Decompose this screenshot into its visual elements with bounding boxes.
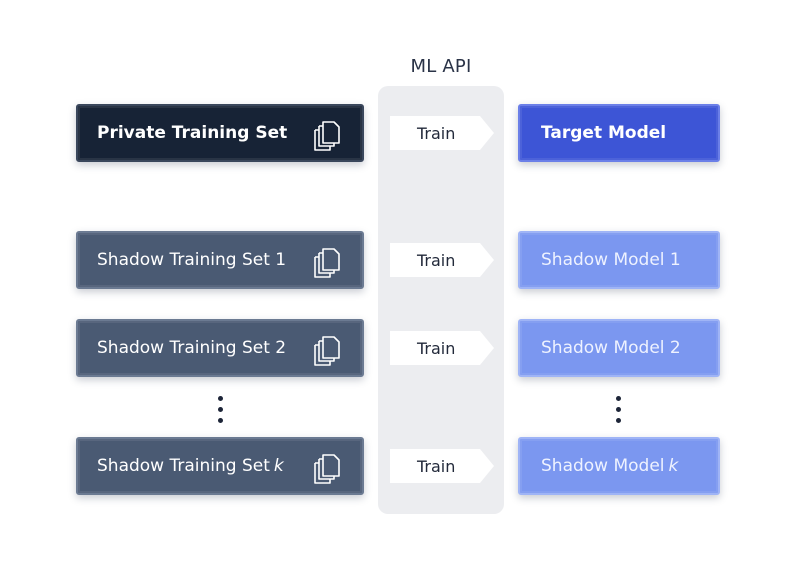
shadow-training-set-k-box: Shadow Training Set k [76,437,364,495]
shadow-training-set-2-label: Shadow Training Set 2 [97,338,287,358]
private-training-set-box: Private Training Set [76,104,364,162]
shadow-model-2-box: Shadow Model 2 [518,319,720,377]
shadow-model-k-box: Shadow Model k [518,437,720,495]
shadow-training-set-1-label: Shadow Training Set 1 [97,250,287,270]
train-arrow-2: Train [390,243,494,277]
shadow-model-1-box: Shadow Model 1 [518,231,720,289]
train-label: Train [417,338,456,358]
train-arrow-shape [390,449,494,483]
shadow-model-1-label: Shadow Model 1 [541,250,681,270]
train-label: Train [417,250,456,270]
train-arrow-shape [390,331,494,365]
documents-icon [314,248,340,278]
k-subscript: k [668,456,679,476]
shadow-model-k-label: Shadow Model [541,456,665,476]
train-arrow-4: Train [390,449,494,483]
ml-api-title: ML API [410,56,472,77]
ml-api-column [378,86,504,514]
vertical-ellipsis-left [214,396,226,429]
private-training-set-label: Private Training Set [97,123,288,143]
shadow-model-2-label: Shadow Model 2 [541,338,681,358]
documents-icon [314,121,340,151]
train-arrow-3: Train [390,331,494,365]
vertical-ellipsis-right [612,396,624,429]
shadow-training-set-2-box: Shadow Training Set 2 [76,319,364,377]
train-arrow-shape [390,243,494,277]
shadow-training-set-k-label: Shadow Training Set [97,456,270,476]
documents-icon [314,454,340,484]
k-subscript: k [273,456,284,476]
train-arrow-1: Train [390,116,494,150]
train-label: Train [417,123,456,143]
train-arrow-shape [390,116,494,150]
target-model-label: Target Model [541,123,667,143]
shadow-training-set-1-box: Shadow Training Set 1 [76,231,364,289]
train-label: Train [417,456,456,476]
target-model-box: Target Model [518,104,720,162]
documents-icon [314,336,340,366]
